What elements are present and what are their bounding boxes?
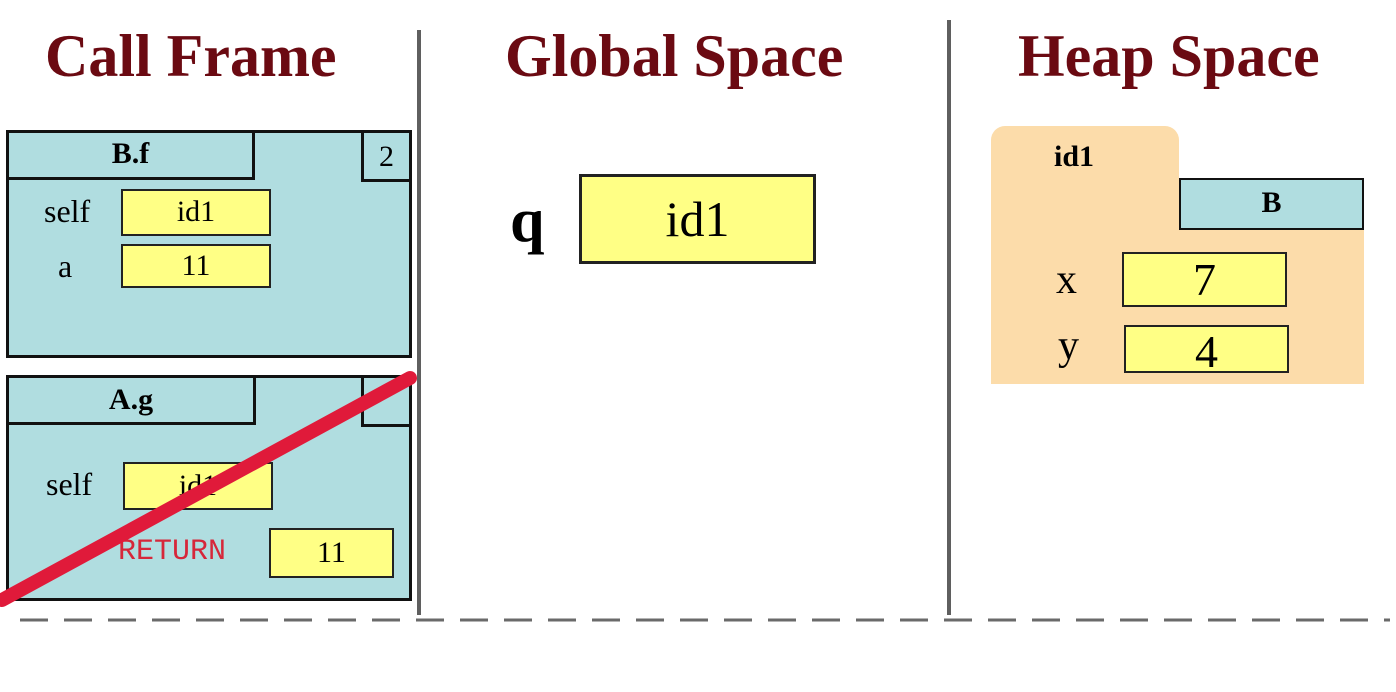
field-value-y: 4 bbox=[1124, 325, 1289, 377]
field-name-x: x bbox=[1056, 257, 1077, 303]
line-number: 2 bbox=[379, 140, 394, 173]
frame-name-tab: A.g bbox=[6, 375, 256, 425]
heap-class-name: B bbox=[1261, 186, 1282, 219]
divider-left bbox=[417, 30, 421, 615]
dashed-bottom-line bbox=[20, 618, 1390, 622]
var-value-a: 11 bbox=[121, 244, 271, 288]
frame-name-tab: B.f bbox=[6, 130, 255, 180]
frame-name: B.f bbox=[111, 137, 150, 170]
heap-space-heading: Heap Space bbox=[1018, 23, 1320, 89]
frame-line-number: 2 bbox=[361, 130, 412, 182]
erase-cross-line bbox=[0, 371, 417, 607]
field-value-x: 7 bbox=[1122, 252, 1287, 307]
heap-folder-tab bbox=[991, 126, 1179, 186]
field-name-y: y bbox=[1058, 323, 1079, 369]
heap-object-id: id1 bbox=[1054, 140, 1095, 173]
return-value: 11 bbox=[269, 528, 394, 578]
call-frame-heading: Call Frame bbox=[45, 23, 337, 89]
return-label: RETURN bbox=[118, 535, 227, 569]
heap-class-tab: B bbox=[1179, 178, 1364, 230]
var-name-self: self bbox=[44, 193, 91, 229]
divider-right bbox=[947, 20, 951, 615]
global-var-name-q: q bbox=[510, 187, 545, 255]
global-var-value-q: id1 bbox=[579, 174, 816, 264]
var-name-a: a bbox=[58, 248, 73, 284]
var-value-self: id1 bbox=[121, 189, 271, 236]
frame-name: A.g bbox=[108, 383, 154, 416]
var-name-self: self bbox=[46, 466, 93, 502]
global-space-heading: Global Space bbox=[505, 23, 844, 89]
